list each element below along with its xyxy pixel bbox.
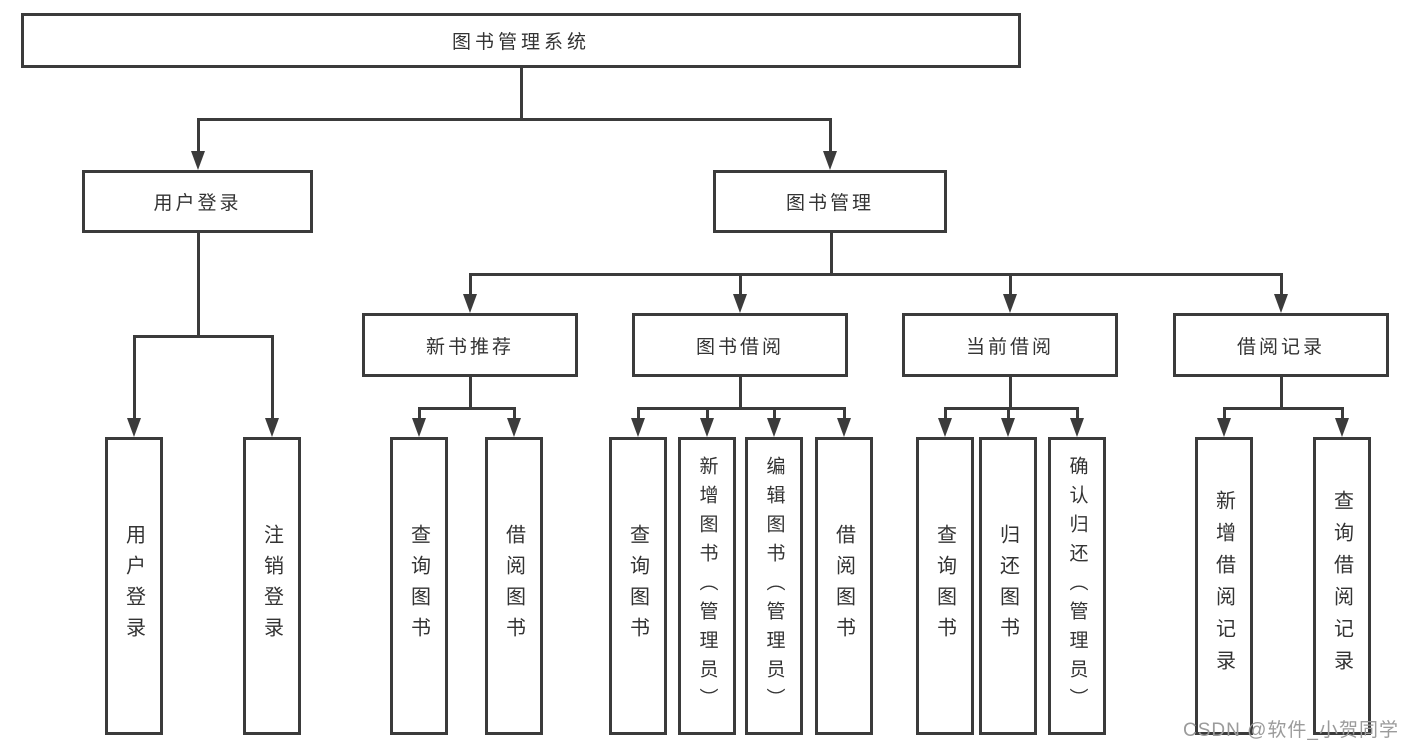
node-label: 新书推荐 [425, 336, 514, 358]
leaf-add-books-admin: 新增图书（管理员） [678, 437, 736, 735]
connector-rail [636, 407, 846, 410]
connector-drop [1006, 410, 1010, 419]
connector-drop [468, 276, 472, 295]
node-current-borrowing: 当前借阅 [902, 313, 1118, 377]
node-borrowing-records: 借阅记录 [1173, 313, 1389, 377]
arrow-down-icon [631, 418, 645, 437]
leaf-query-books-borrowing: 查询图书 [609, 437, 667, 735]
leaf-borrow-books-borrowing: 借阅图书 [815, 437, 873, 735]
leaf-user-login: 用户登录 [105, 437, 163, 735]
node-label: 借阅记录 [1236, 336, 1325, 358]
arrow-down-icon [1274, 294, 1288, 313]
arrow-down-icon [463, 294, 477, 313]
node-label: 查询图书 [933, 524, 956, 648]
node-label: 用户登录 [122, 524, 145, 648]
node-label: 查询图书 [407, 524, 430, 648]
arrow-down-icon [265, 418, 279, 437]
node-label: 图书管理系统 [451, 32, 590, 53]
leaf-confirm-return-admin: 确认归还（管理员） [1048, 437, 1106, 735]
leaf-query-books-current: 查询图书 [916, 437, 974, 735]
leaf-return-books: 归还图书 [979, 437, 1037, 735]
node-label: 确认归还（管理员） [1066, 455, 1088, 717]
node-label: 图书借阅 [695, 336, 784, 358]
leaf-add-borrow-record: 新增借阅记录 [1195, 437, 1253, 735]
node-label: 查询图书 [626, 524, 649, 648]
connector-stem [829, 233, 833, 276]
leaf-query-books-recommend: 查询图书 [390, 437, 448, 735]
connector-drop [828, 121, 832, 152]
connector-drop [1279, 276, 1283, 295]
leaf-query-borrow-record: 查询借阅记录 [1313, 437, 1371, 735]
arrow-down-icon [837, 418, 851, 437]
arrow-down-icon [191, 151, 205, 170]
arrow-down-icon [733, 294, 747, 313]
connector-drop [512, 410, 516, 419]
connector-drop [1222, 410, 1226, 419]
connector-stem [468, 377, 472, 410]
node-label: 查询借阅记录 [1330, 490, 1353, 682]
arrow-down-icon [1070, 418, 1084, 437]
arrow-down-icon [938, 418, 952, 437]
node-label: 注销登录 [260, 524, 283, 648]
connector-rail [943, 407, 1079, 410]
node-label: 图书管理 [785, 193, 874, 214]
connector-drop [943, 410, 947, 419]
connector-drop [705, 410, 709, 419]
node-label: 新增图书（管理员） [696, 455, 718, 717]
arrow-down-icon [823, 151, 837, 170]
arrow-down-icon [700, 418, 714, 437]
connector-stem [738, 377, 742, 410]
arrow-down-icon [1217, 418, 1231, 437]
arrow-down-icon [507, 418, 521, 437]
connector-rail [417, 407, 516, 410]
node-book-management: 图书管理 [713, 170, 947, 233]
connector-rail [1222, 407, 1344, 410]
leaf-borrow-books-recommend: 借阅图书 [485, 437, 543, 735]
node-label: 归还图书 [996, 524, 1019, 648]
connector-drop [772, 410, 776, 419]
node-user-login: 用户登录 [82, 170, 313, 233]
node-label: 借阅图书 [502, 524, 525, 648]
arrow-down-icon [767, 418, 781, 437]
connector-rail [196, 118, 832, 121]
node-label: 当前借阅 [965, 336, 1054, 358]
connector-stem [1008, 377, 1012, 410]
connector-stem [519, 68, 523, 121]
leaf-logout-login: 注销登录 [243, 437, 301, 735]
connector-stem [1279, 377, 1283, 410]
connector-rail [132, 335, 274, 338]
connector-drop [417, 410, 421, 419]
leaf-edit-books-admin: 编辑图书（管理员） [745, 437, 803, 735]
connector-drop [636, 410, 640, 419]
connector-drop [1008, 276, 1012, 295]
node-label: 借阅图书 [832, 524, 855, 648]
connector-drop [270, 338, 274, 419]
connector-stem [196, 233, 200, 338]
connector-drop [738, 276, 742, 295]
arrow-down-icon [1335, 418, 1349, 437]
node-label: 编辑图书（管理员） [763, 455, 785, 717]
node-label: 用户登录 [153, 193, 242, 214]
node-book-borrowing: 图书借阅 [632, 313, 848, 377]
node-new-book-recommendation: 新书推荐 [362, 313, 578, 377]
arrow-down-icon [127, 418, 141, 437]
connector-drop [132, 338, 136, 419]
arrow-down-icon [1003, 294, 1017, 313]
node-library-management-system: 图书管理系统 [21, 13, 1021, 68]
arrow-down-icon [412, 418, 426, 437]
connector-drop [1075, 410, 1079, 419]
watermark: CSDN @软件_小贺同学 [1183, 720, 1399, 741]
connector-drop [842, 410, 846, 419]
connector-rail [468, 273, 1283, 276]
node-label: 新增借阅记录 [1212, 490, 1235, 682]
connector-drop [196, 121, 200, 152]
connector-drop [1340, 410, 1344, 419]
arrow-down-icon [1001, 418, 1015, 437]
